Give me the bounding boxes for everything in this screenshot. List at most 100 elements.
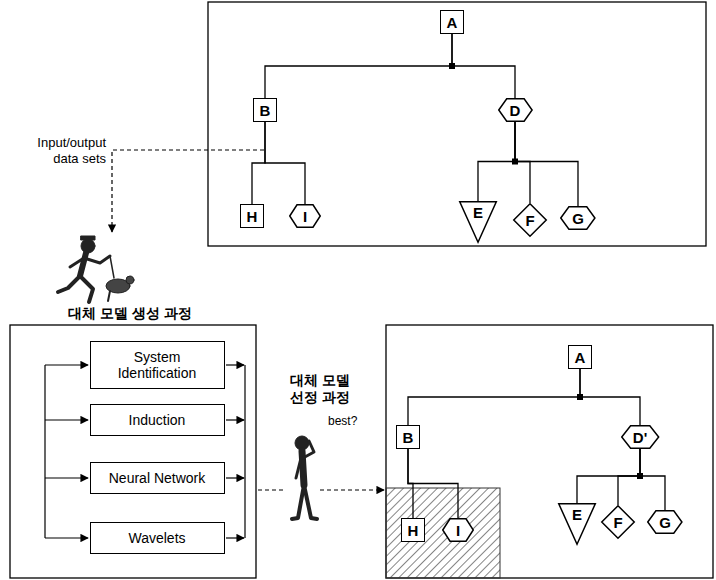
bus-branch [45,477,88,478]
node-text: I [303,208,307,225]
junction-dot [577,394,583,400]
node-text: F [525,212,534,229]
text-label: 대체 모델 선정 과정 [284,372,356,406]
node-text: H [408,522,419,539]
arm [296,458,301,478]
diamond-node-shape [602,506,635,539]
node-text: E [572,506,582,523]
tree-connector [478,122,515,201]
hexagon-node: D [498,98,533,122]
node-text: Induction [129,412,186,428]
tree-connector [408,369,580,425]
dog-head [126,276,134,284]
node-text: B [403,429,414,446]
tree-connector [515,122,578,206]
node-text: I [456,522,460,539]
letter-box: B [396,425,420,449]
hexagon-node-shape [561,207,595,230]
leg [304,485,317,519]
dashed-line [258,489,286,490]
tree-connector [452,34,515,98]
bus-branch [226,364,244,365]
bus-branch [45,419,88,420]
node-text: B [260,102,271,119]
arm [84,256,110,263]
node-text: D [510,102,521,119]
bus-branch [226,477,244,478]
tree-connector [265,122,305,204]
junction-dot [637,473,643,479]
hexagon-node-shape [498,99,531,122]
letter-box: A [440,10,464,34]
tree-connector [618,449,640,505]
hatched-region [386,488,500,578]
node-text: E [473,204,483,221]
hat [81,236,95,240]
node-text: H [247,208,258,225]
thinking-person-icon [292,436,317,519]
diamond-node: F [513,203,547,237]
tree-connector [265,34,452,98]
junction-dot [449,63,455,69]
tree-connector [580,369,640,425]
node-text: System Identification [107,349,207,381]
bus-line [44,365,45,538]
method-box: Wavelets [90,522,225,554]
triangle-node: E [558,503,596,545]
dog-legs [108,291,110,301]
text-label: best? [328,414,378,429]
letter-box: A [568,345,592,369]
hexagon-node: I [442,518,474,542]
letter-box: H [401,518,425,542]
node-text: Neural Network [109,470,205,486]
output-bus [226,365,245,538]
tree-connector [640,449,665,510]
tree-connector [408,449,458,518]
arm [303,441,314,458]
node-text: F [613,514,622,531]
tree-connector [252,122,265,204]
node-text: Wavelets [128,530,185,546]
running-person-icon [58,236,134,302]
node-text: G [659,514,671,531]
label-text: 대체 모델 선정 과정 [284,372,356,406]
bus-branch [45,364,88,365]
bus-branch [226,537,244,538]
leg [292,485,304,519]
method-box: Induction [90,404,225,436]
panel-frame [386,325,713,578]
bus-branch [45,537,88,538]
label-text: 대체 모델 생성 과정 [30,305,230,322]
hexagon-node-shape [290,205,321,228]
triangle-node: E [459,201,497,243]
junction-dot [512,159,518,165]
node-text: D' [633,429,647,446]
panel-frame [10,325,256,578]
text-label: 대체 모델 생성 과정 [30,305,230,322]
label-text: Input/output data sets [18,135,106,167]
letter-box: H [240,204,264,228]
hexagon-node: D' [621,425,659,449]
diamond-node-shape [514,204,547,237]
letter-box: B [253,98,277,122]
arm [70,258,84,267]
hexagon-node-shape [622,426,659,449]
hexagon-node: G [560,206,596,230]
method-box: System Identification [90,341,225,389]
body [80,253,86,276]
bus-line [244,365,245,538]
triangle-node-shape [460,202,497,243]
hexagon-node-shape [443,519,474,542]
node-text: A [575,349,586,366]
label-text: best? [328,414,378,429]
hexagon-node-shape [648,511,682,534]
hexagon-node: I [289,204,321,228]
diamond-node: F [601,505,635,539]
text-label: Input/output data sets [18,135,106,167]
leg [58,276,80,292]
method-box: Neural Network [90,462,225,494]
triangle-node-shape [559,504,596,545]
bus-branch [226,419,244,420]
panel-frame [208,2,706,246]
